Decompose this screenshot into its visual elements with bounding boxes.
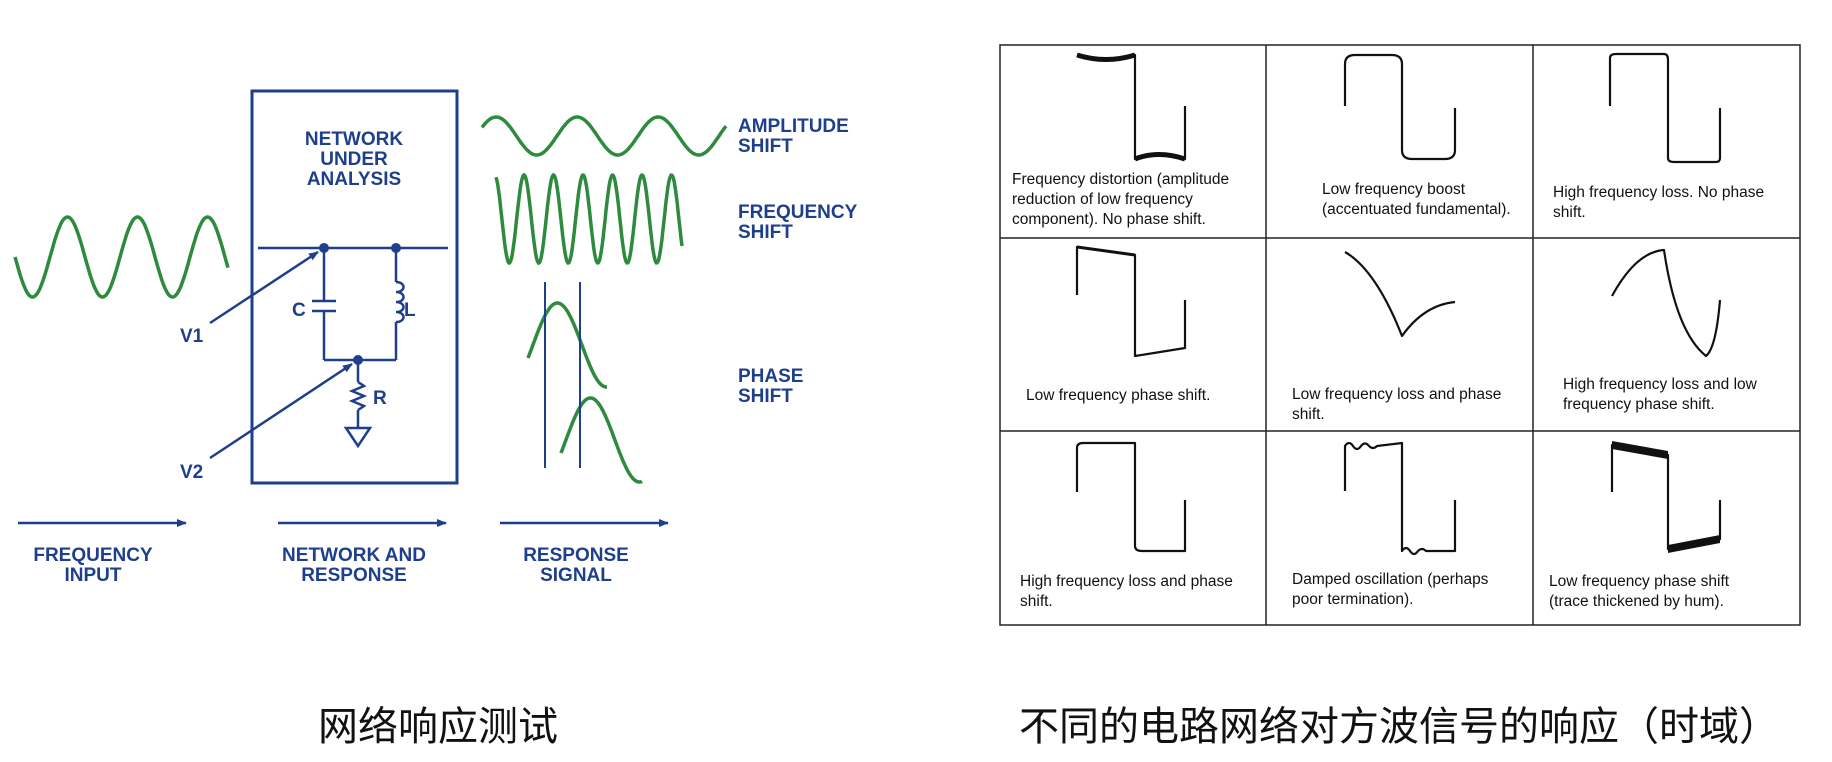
cell-2-caption: High frequency loss. No phase shift. [1553,184,1764,221]
waveform-hf-loss-phase [1075,441,1187,553]
phase-shifted-wave [559,396,643,484]
phase-shift-label-1: PHASE [738,366,803,387]
stage-label-response-1: RESPONSE [523,545,629,566]
cell-5-caption: High frequency loss and low frequency ph… [1563,376,1758,413]
frequency-distortion-edge-top [1076,52,1136,62]
hum-thickening-top [1612,441,1668,459]
circuit [258,246,448,449]
cell-5-line-1: frequency phase shift. [1563,396,1715,413]
input-sine-wave [13,215,230,299]
cell-8-line-1: (trace thickened by hum). [1549,593,1724,610]
waveform-damped-oscillation [1343,441,1457,556]
frequency-shift-wave [494,172,684,266]
cell-7-line-0: Damped oscillation (perhaps [1292,571,1489,588]
waveform-low-frequency-phase-shift [1075,245,1187,358]
waveform-frequency-distortion [1076,53,1187,161]
box-title-line-1: NETWORK [305,129,403,150]
ground-symbol [343,426,373,449]
cell-8-line-0: Low frequency phase shift [1549,573,1730,590]
waveform-high-frequency-loss [1608,52,1722,164]
v1-label: V1 [180,326,204,347]
waveform-low-frequency-loss-phase [1344,251,1456,338]
resistor-zigzag [348,380,368,412]
resistor-label: R [373,388,387,409]
waveform-lf-phase-hum [1610,443,1722,551]
frequency-shift-label-2: SHIFT [738,222,793,243]
table-border [999,44,1801,626]
cell-4-line-0: Low frequency loss and phase [1292,386,1501,403]
cell-4-caption: Low frequency loss and phase shift. [1292,386,1501,423]
cell-7-caption: Damped oscillation (perhaps poor termina… [1292,571,1489,608]
v1-probe-arrow [209,250,319,325]
node-top-right [391,243,401,253]
cell-6-line-0: High frequency loss and phase [1020,573,1233,590]
stage-label-response-2: SIGNAL [540,565,612,586]
cell-6-caption: High frequency loss and phase shift. [1020,573,1233,610]
amplitude-shift-label-2: SHIFT [738,136,793,157]
v2-probe-arrow [209,362,353,460]
capacitor-label: C [292,300,306,321]
network-test-diagram: NETWORK UNDER ANALYSIS C L [13,89,858,586]
cell-4-line-1: shift. [1292,406,1325,423]
phase-reference-wave [526,301,607,389]
node-v2 [353,355,363,365]
right-caption: 不同的电路网络对方波信号的响应（时域） [1019,704,1779,750]
frequency-shift-label-1: FREQUENCY [738,202,858,223]
cell-8-caption: Low frequency phase shift (trace thicken… [1549,573,1730,610]
inductor-label: L [404,300,416,321]
network-box [250,89,459,485]
cell-1-caption: Low frequency boost (accentuated fundame… [1322,181,1511,218]
hum-thickening-bottom [1668,535,1720,553]
box-title-line-2: UNDER [320,149,388,170]
cell-3-line-0: Low frequency phase shift. [1026,387,1210,404]
cell-2-line-1: shift. [1553,204,1586,221]
cell-5-line-0: High frequency loss and low [1563,376,1758,393]
waveform-low-frequency-boost [1343,53,1457,161]
cell-0-line-0: Frequency distortion (amplitude [1012,171,1229,188]
cell-0-line-1: reduction of low frequency [1012,191,1193,208]
lf-phase-shift-top-edge [1076,245,1136,257]
box-title-line-3: ANALYSIS [307,169,401,190]
v2-label: V2 [180,462,203,483]
cell-1-line-1: (accentuated fundamental). [1322,201,1511,218]
amplitude-shift-label-1: AMPLITUDE [738,116,849,137]
phase-shift-label-2: SHIFT [738,386,793,407]
stage-label-network-1: NETWORK AND [282,545,426,566]
cell-2-line-0: High frequency loss. No phase [1553,184,1764,201]
cell-0-caption: Frequency distortion (amplitude reductio… [1012,171,1229,228]
cell-7-line-1: poor termination). [1292,591,1413,608]
left-caption: 网络响应测试 [318,704,558,750]
waveform-hf-loss-lf-phase [1611,248,1722,358]
square-wave-response-table: Frequency distortion (amplitude reductio… [999,44,1801,626]
frequency-distortion-edge-bottom [1134,152,1186,162]
amplitude-shift-wave [480,115,728,157]
stage-label-input-1: FREQUENCY [33,545,153,566]
cell-0-line-2: component). No phase shift. [1012,211,1206,228]
node-v1 [319,243,329,253]
cell-1-line-0: Low frequency boost [1322,181,1466,198]
cell-6-line-1: shift. [1020,593,1053,610]
cell-3-caption: Low frequency phase shift. [1026,387,1210,404]
stage-label-network-2: RESPONSE [301,565,407,586]
stage-label-input-2: INPUT [65,565,122,586]
inductor-coil [395,280,405,324]
